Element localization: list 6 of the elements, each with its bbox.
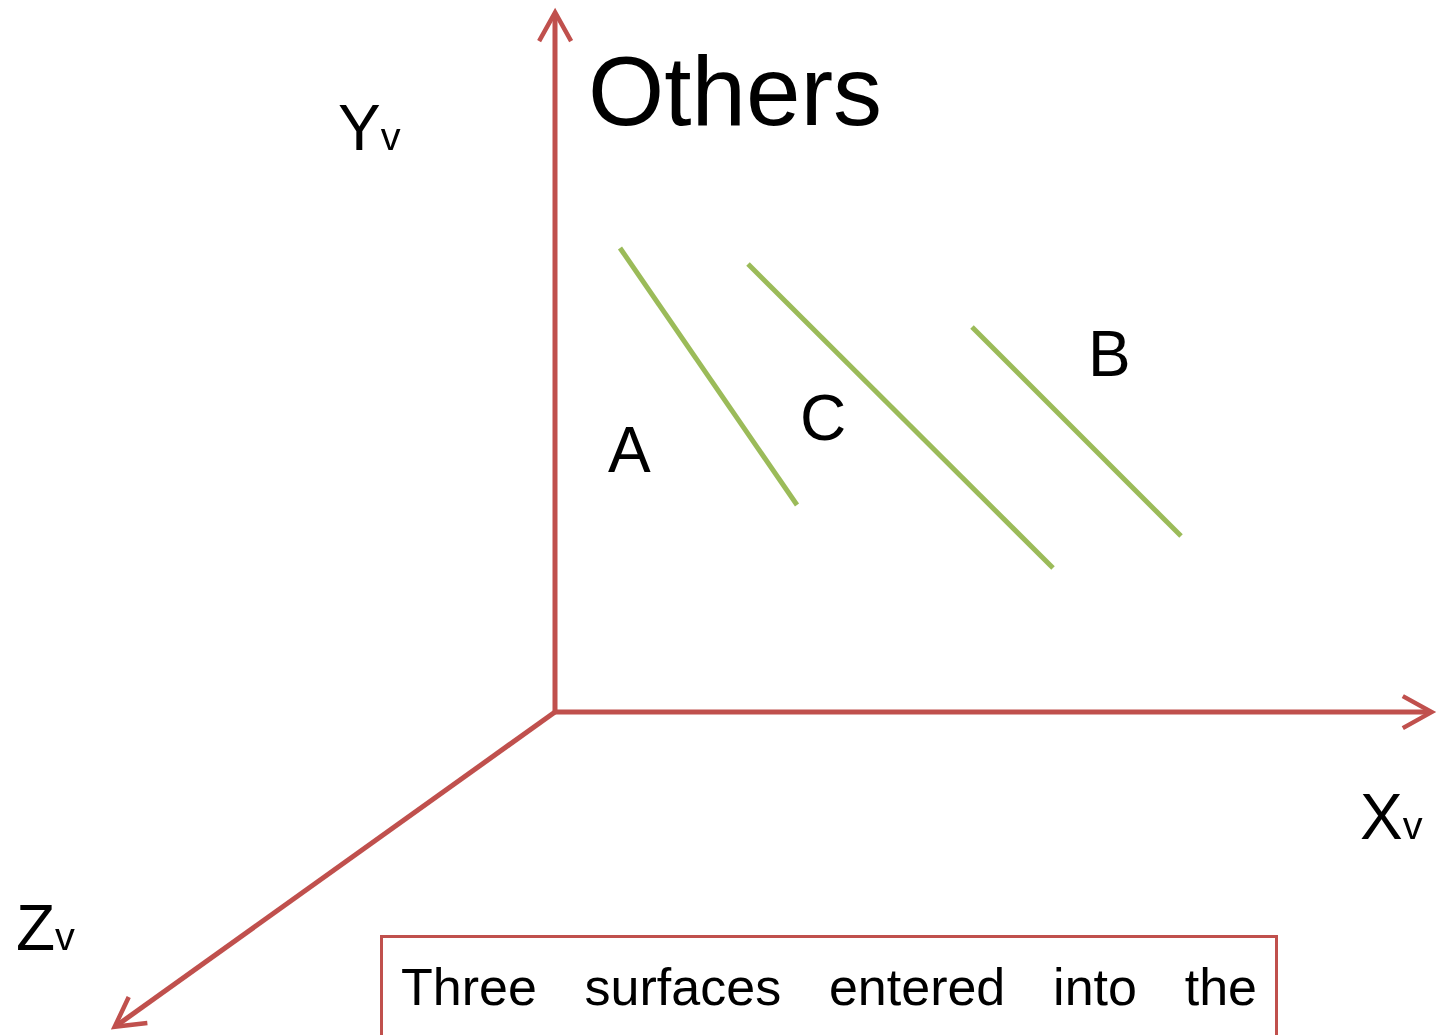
note-text: Three surfaces entered into the	[401, 957, 1257, 1018]
text-box	[380, 935, 1278, 1035]
surface-label: C	[800, 386, 847, 450]
surface-label: A	[608, 418, 651, 482]
heading: Others	[588, 42, 883, 140]
surface-label: B	[1088, 322, 1131, 386]
